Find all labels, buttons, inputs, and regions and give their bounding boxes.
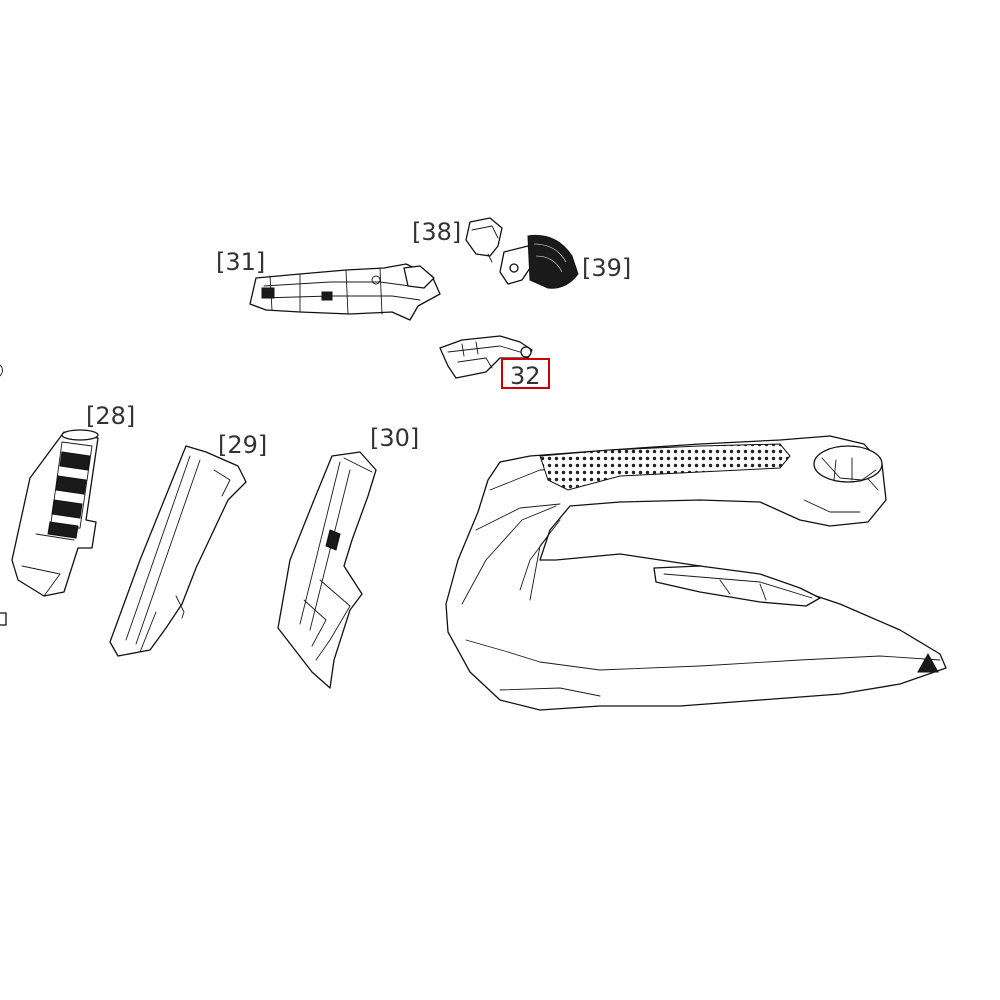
part-29-side-rail[interactable] — [109, 445, 247, 657]
callout-31: [31] — [216, 248, 265, 276]
callout-38: [38] — [412, 218, 461, 246]
body-slot — [653, 565, 821, 607]
grip-texture-area — [539, 443, 791, 491]
callout-29: [29] — [218, 431, 267, 459]
part-30-side-panel[interactable] — [277, 451, 377, 689]
callout-labels: [28] [29] [30] [31] [38] [39] 32 — [86, 218, 631, 459]
edge-fragment-parts — [0, 364, 7, 626]
callout-32: 32 — [510, 362, 541, 390]
warning-triangle-icon — [917, 652, 939, 673]
part-38-button-cap[interactable] — [465, 217, 503, 263]
highlight-box-32 — [501, 358, 550, 389]
callout-28: [28] — [86, 402, 135, 430]
callout-30: [30] — [370, 424, 419, 452]
part-28-grip-handle[interactable] — [11, 429, 99, 597]
part-39-textured-button[interactable] — [499, 234, 579, 289]
nozzle-opening — [813, 445, 883, 483]
callout-39: [39] — [582, 254, 631, 282]
part-31-internal-bracket[interactable] — [249, 263, 441, 321]
